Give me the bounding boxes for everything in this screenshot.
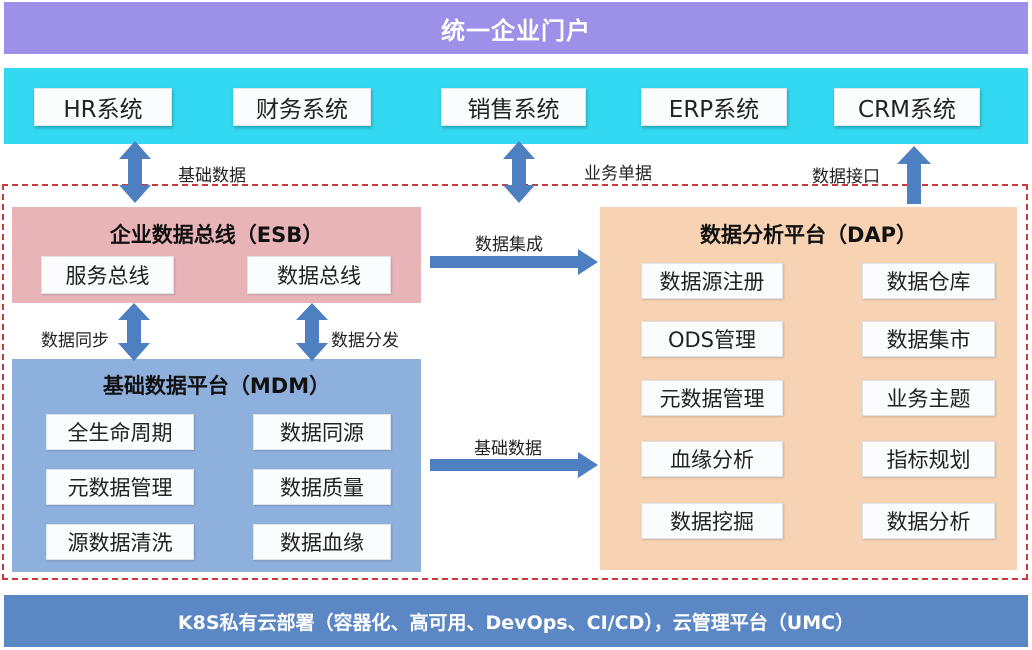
dap-title: 数据分析平台（DAP） <box>699 223 918 247</box>
label-business-docs: 业务单据 <box>584 164 652 184</box>
label-basic-data-top: 基础数据 <box>178 166 246 186</box>
label-data-interface: 数据接口 <box>812 167 880 187</box>
label-data-distribute: 数据分发 <box>331 331 399 351</box>
esb-title: 企业数据总线（ESB） <box>109 223 324 247</box>
label-data-sync: 数据同步 <box>41 331 109 351</box>
deployment-text: K8S私有云部署（容器化、高可用、DevOps、CI/CD），云管理平台（UMC… <box>177 611 855 634</box>
double-arrow-icon <box>118 303 150 361</box>
double-arrow-icon <box>503 141 535 203</box>
mdm-item: 全生命周期 <box>46 414 194 450</box>
up-arrow-icon <box>897 146 931 204</box>
esb-item-data-bus: 数据总线 <box>247 256 391 294</box>
dap-item: 数据源注册 <box>641 263 783 299</box>
system-hr: HR系统 <box>34 88 172 126</box>
portal-banner: 统一企业门户 <box>4 2 1028 54</box>
dap-item: 业务主题 <box>862 380 995 416</box>
portal-title: 统一企业门户 <box>441 16 591 45</box>
double-arrow-icon <box>119 141 151 203</box>
right-arrow-icon <box>430 452 598 478</box>
mdm-item: 数据质量 <box>253 469 391 505</box>
mdm-item: 数据血缘 <box>253 524 391 560</box>
dap-item: 血缘分析 <box>641 441 783 477</box>
deployment-banner: K8S私有云部署（容器化、高可用、DevOps、CI/CD），云管理平台（UMC… <box>4 595 1028 647</box>
dap-item: ODS管理 <box>641 321 783 357</box>
system-crm: CRM系统 <box>834 88 980 126</box>
system-finance: 财务系统 <box>233 88 371 126</box>
dap-item: 数据分析 <box>862 503 995 539</box>
double-arrow-icon <box>296 303 328 361</box>
mdm-item: 数据同源 <box>253 414 391 450</box>
esb-item-service-bus: 服务总线 <box>41 256 174 294</box>
dap-item: 数据挖掘 <box>641 503 783 539</box>
dap-item: 元数据管理 <box>641 380 783 416</box>
right-arrow-icon <box>430 249 598 275</box>
label-basic-data-mid: 基础数据 <box>474 439 542 459</box>
label-data-integration: 数据集成 <box>475 235 543 255</box>
dap-item: 指标规划 <box>862 441 995 477</box>
system-sales: 销售系统 <box>441 88 586 126</box>
dap-item: 数据仓库 <box>862 263 995 299</box>
dap-item: 数据集市 <box>862 321 995 357</box>
mdm-item: 源数据清洗 <box>46 524 194 560</box>
system-erp: ERP系统 <box>641 88 787 126</box>
mdm-item: 元数据管理 <box>46 469 194 505</box>
mdm-title: 基础数据平台（MDM） <box>102 374 331 398</box>
